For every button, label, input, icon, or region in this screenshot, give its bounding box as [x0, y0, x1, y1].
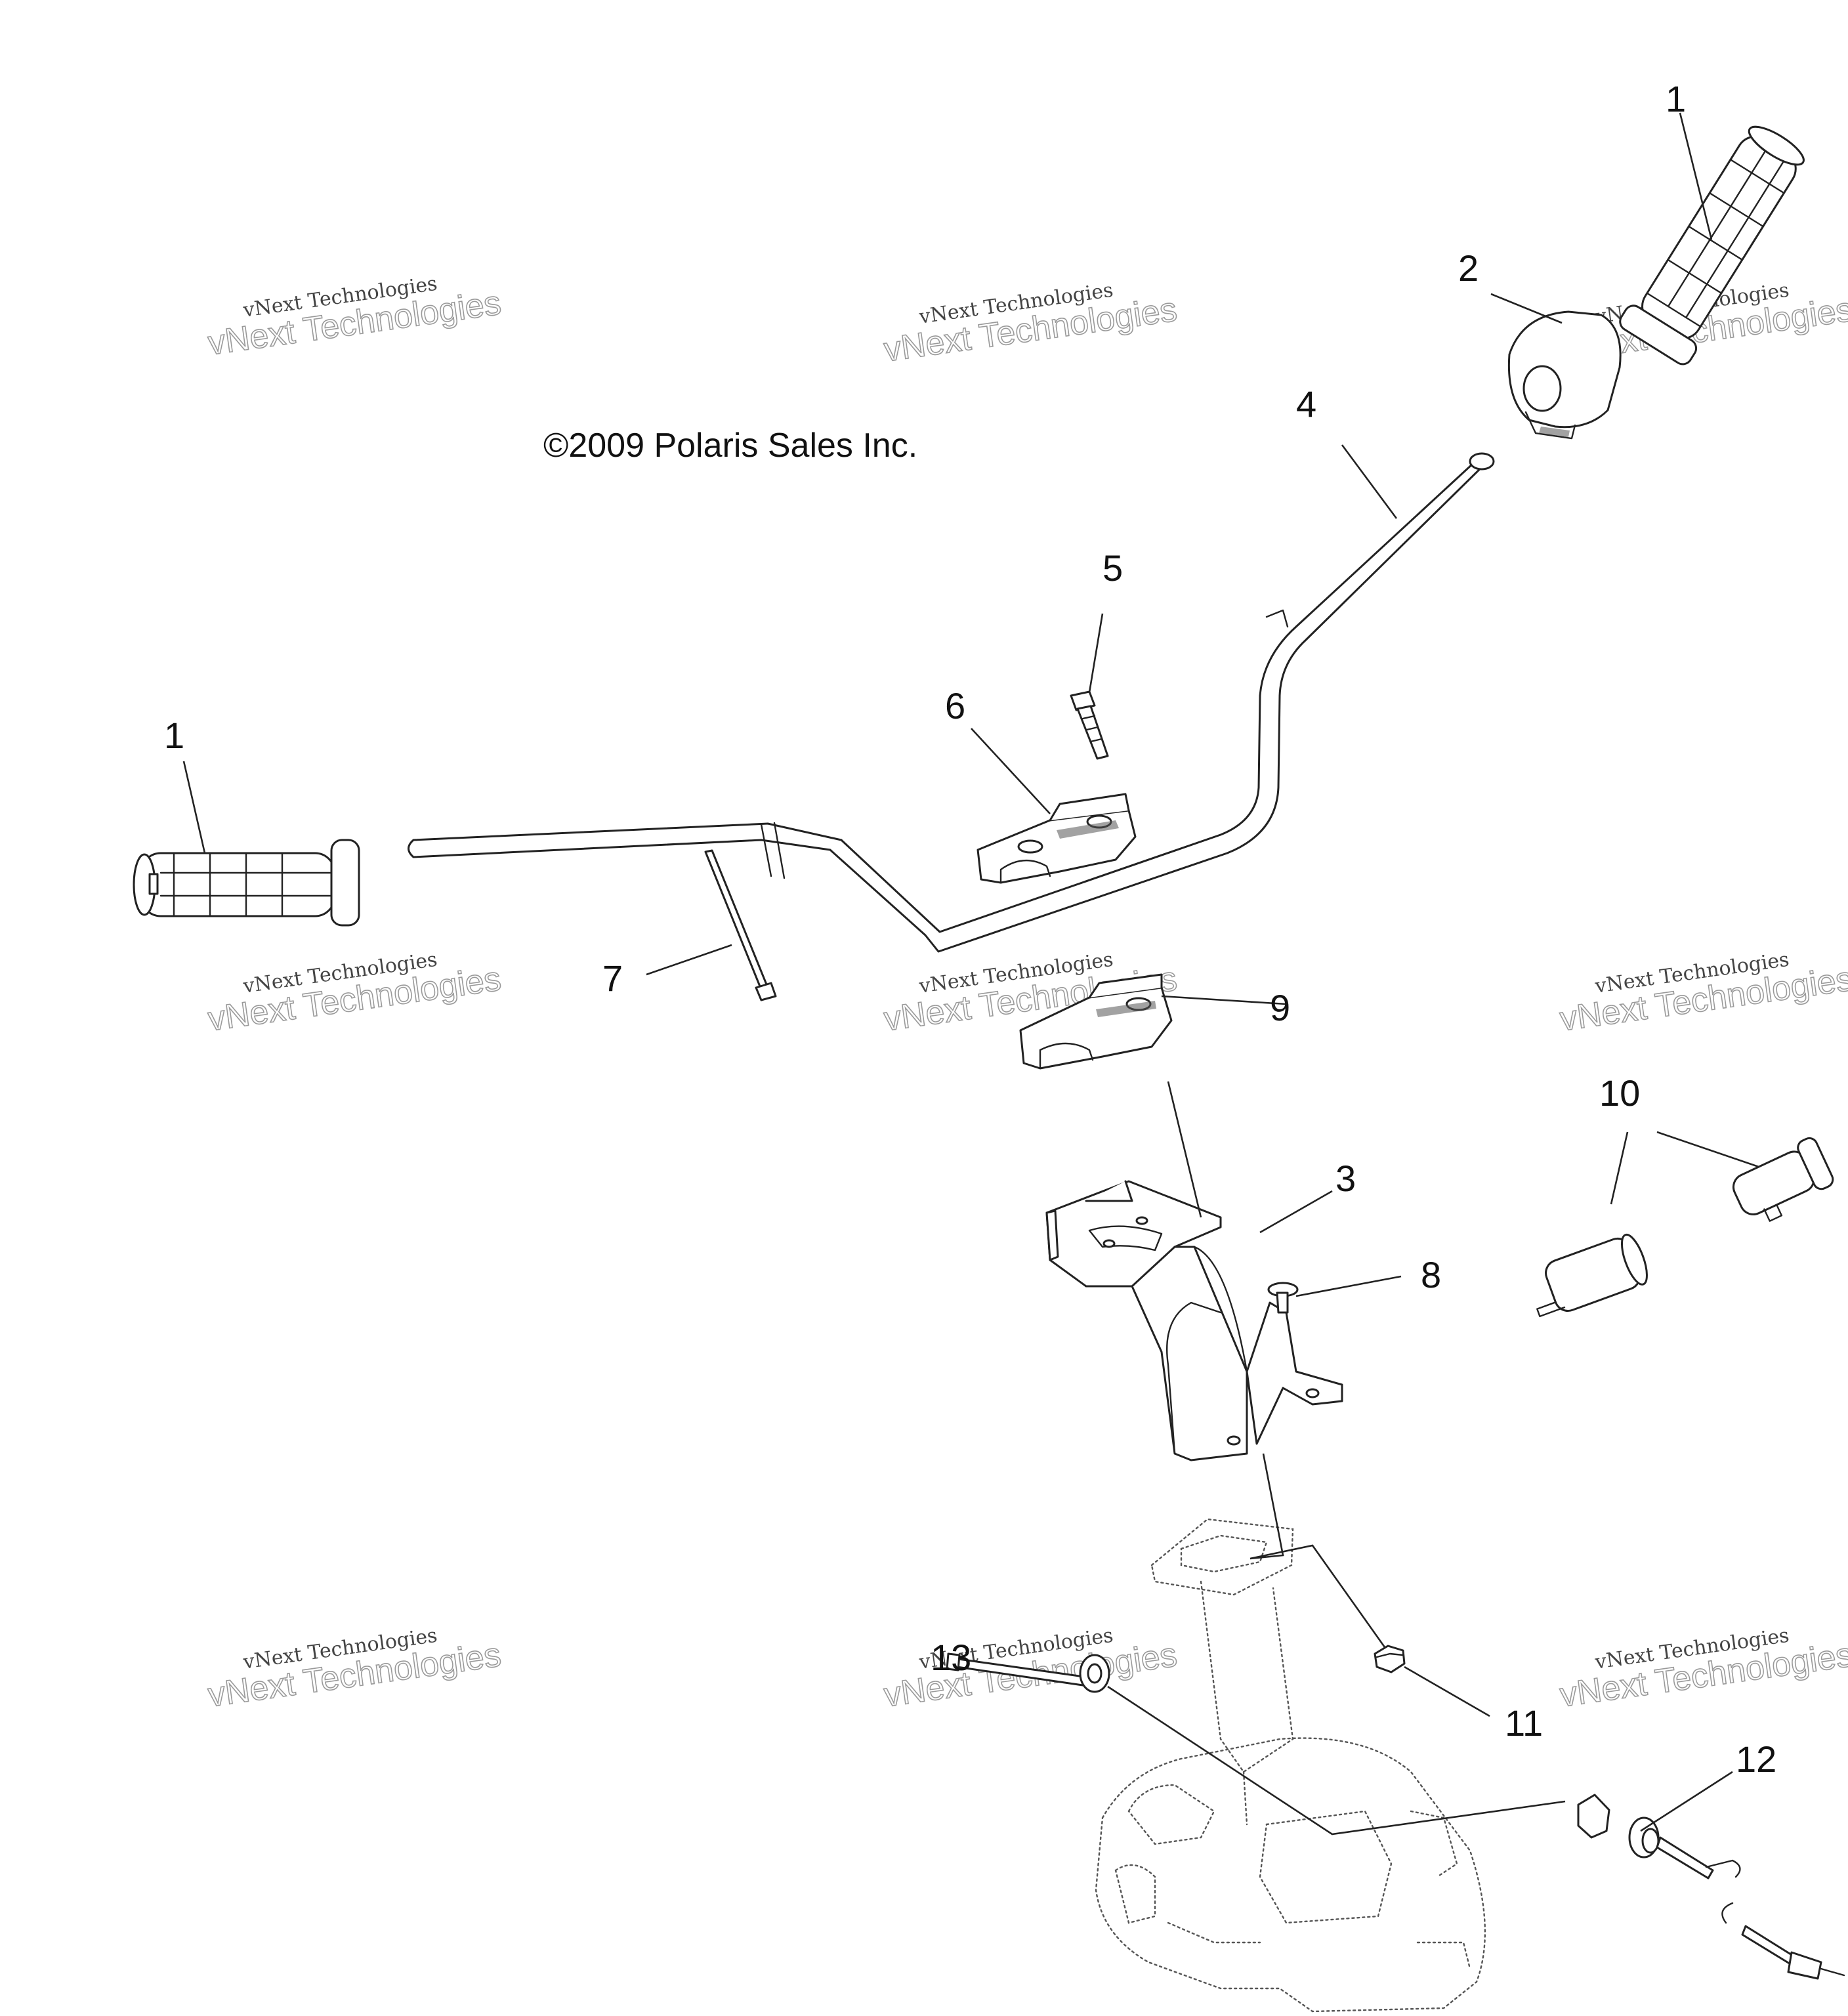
callout-1-right: 1	[1666, 78, 1686, 119]
callout-11: 11	[1505, 1702, 1543, 1744]
throttle-cap	[1732, 1137, 1834, 1222]
switch-housing	[1507, 310, 1622, 440]
lower-clamp	[1019, 973, 1173, 1070]
watermark-mid-right: vNext Technologies vNext Technologies	[1557, 948, 1848, 1040]
leader-lines	[182, 112, 1759, 1836]
callout-13: 13	[931, 1637, 971, 1678]
callout-labels: 1 2 4 5 6 1 7 9 10 3 8 11 12 13	[164, 78, 1776, 1780]
callout-12: 12	[1736, 1738, 1776, 1780]
mounting-bolt	[946, 1652, 1110, 1693]
small-screw	[1267, 1282, 1299, 1314]
watermark-bottom-left: vNext Technologies vNext Technologies	[205, 1624, 504, 1715]
callout-3: 3	[1335, 1158, 1356, 1199]
nut	[1374, 1645, 1406, 1673]
mount-bracket	[1045, 1180, 1343, 1461]
throttle-sleeve	[1536, 1233, 1648, 1318]
watermark-bottom-right: vNext Technologies vNext Technologies	[1557, 1624, 1848, 1715]
watermark-top-left: vNext Technologies vNext Technologies	[205, 272, 504, 364]
handlebar	[408, 452, 1495, 953]
callout-10: 10	[1599, 1072, 1640, 1114]
copyright-notice: ©2009 Polaris Sales Inc.	[543, 427, 917, 465]
callout-1-left: 1	[164, 715, 184, 756]
callout-6: 6	[945, 685, 965, 726]
grip-right	[1619, 125, 1805, 366]
cable-assembly	[1577, 1794, 1845, 1980]
watermark-bottom-center: vNext Technologies vNext Technologies	[881, 1624, 1180, 1715]
grip-left	[133, 839, 360, 927]
callout-9: 9	[1270, 987, 1290, 1028]
steering-post-outline	[1095, 1518, 1486, 2013]
callout-5: 5	[1102, 547, 1123, 589]
long-bolt	[704, 849, 777, 1001]
callout-2: 2	[1458, 247, 1479, 289]
watermark-mid-left: vNext Technologies vNext Technologies	[205, 948, 504, 1040]
upper-clamp	[976, 793, 1137, 884]
bolt	[1070, 690, 1109, 760]
watermark-top-center: vNext Technologies vNext Technologies	[881, 279, 1180, 370]
callout-4: 4	[1296, 383, 1316, 425]
callout-7: 7	[602, 957, 623, 999]
callout-8: 8	[1421, 1254, 1441, 1295]
